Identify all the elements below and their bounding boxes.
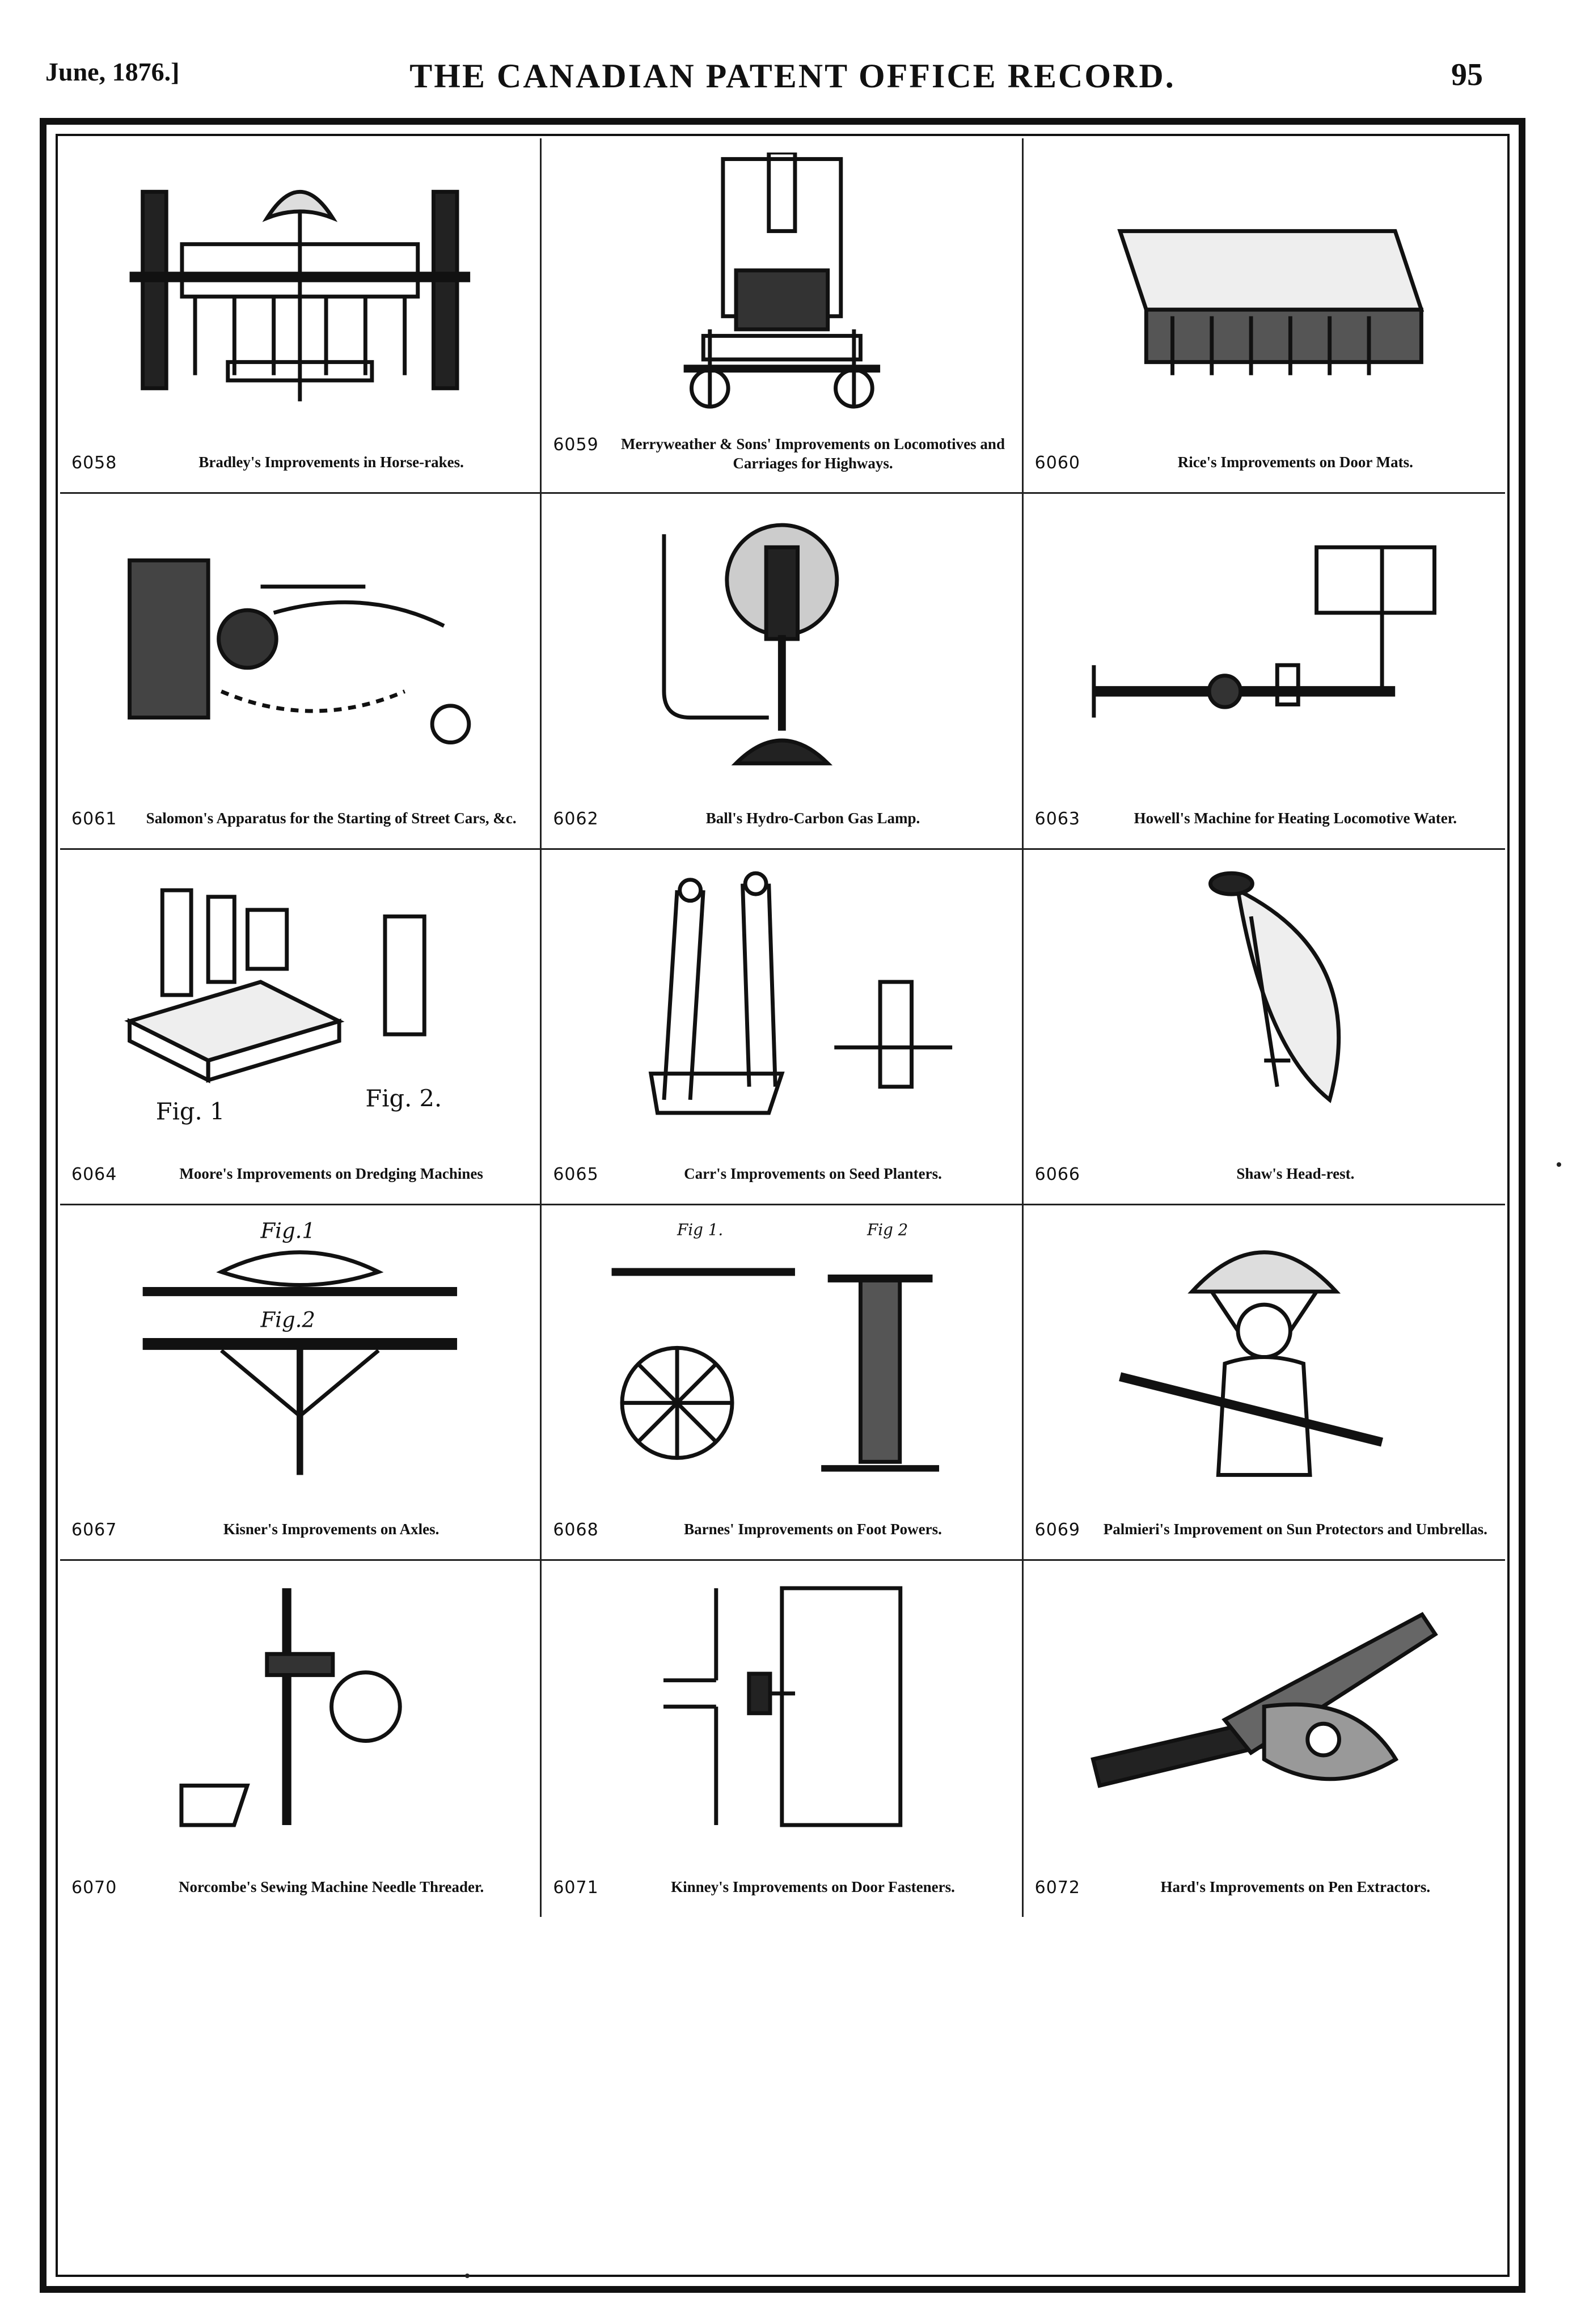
patent-cell: 6062 Ball's Hydro-Carbon Gas Lamp.: [542, 494, 1024, 850]
patent-caption: 6069 Palmieri's Improvement on Sun Prote…: [1035, 1520, 1494, 1540]
gas-lamp-drawing: [566, 508, 998, 770]
patent-caption: 6058 Bradley's Improvements in Horse-rak…: [71, 453, 529, 473]
page-number: 95: [1451, 57, 1483, 92]
patent-cell: 6058 Bradley's Improvements in Horse-rak…: [60, 138, 542, 494]
patent-cell: Fig.1 Fig.2 6067 Kisner's Improvements o…: [60, 1205, 542, 1561]
patent-caption: 6066 Shaw's Head-rest.: [1035, 1165, 1494, 1184]
patent-number: 6061: [71, 808, 117, 829]
patent-number: 6060: [1034, 453, 1081, 473]
pen-extractor-drawing: [1047, 1575, 1481, 1838]
svg-text:Fig 1.: Fig 1.: [677, 1221, 723, 1239]
patent-caption: 6065 Carr's Improvements on Seed Planter…: [553, 1165, 1010, 1184]
sun-protector-drawing: [1047, 1220, 1481, 1481]
patent-number: 6063: [1034, 808, 1081, 829]
patent-caption: 6059 Merryweather & Sons' Improvements o…: [553, 435, 1010, 473]
patent-cell: 6069 Palmieri's Improvement on Sun Prote…: [1023, 1205, 1505, 1561]
ink-speck: [465, 2274, 470, 2278]
patent-number: 6058: [71, 453, 117, 473]
dredging-machine-drawing: Fig. 2. Fig. 1: [84, 864, 516, 1126]
patent-title: Moore's Improvements on Dredging Machine…: [179, 1165, 483, 1182]
patent-number: 6071: [553, 1877, 599, 1898]
patent-cell: 6060 Rice's Improvements on Door Mats.: [1023, 138, 1505, 494]
patent-caption: 6072 Hard's Improvements on Pen Extracto…: [1035, 1878, 1494, 1898]
svg-text:Fig. 1: Fig. 1: [156, 1097, 225, 1125]
water-heater-drawing: [1047, 508, 1481, 770]
patent-number: 6059: [553, 434, 599, 455]
header-date: June, 1876.]: [45, 57, 180, 86]
patent-number: 6065: [553, 1164, 599, 1184]
patent-cell: 6071 Kinney's Improvements on Door Faste…: [542, 1561, 1024, 1917]
patent-number: 6066: [1034, 1164, 1081, 1184]
patent-number: 6069: [1034, 1520, 1081, 1540]
patent-number: 6067: [71, 1520, 117, 1540]
patent-title: Palmieri's Improvement on Sun Protectors…: [1103, 1521, 1487, 1538]
patent-caption: 6060 Rice's Improvements on Door Mats.: [1035, 453, 1494, 473]
patent-title: Rice's Improvements on Door Mats.: [1177, 454, 1413, 471]
axle-drawing: Fig.1 Fig.2: [84, 1220, 516, 1481]
patent-caption: 6064 Moore's Improvements on Dredging Ma…: [71, 1165, 529, 1184]
patent-title: Norcombe's Sewing Machine Needle Threade…: [179, 1878, 484, 1895]
patent-caption: 6068 Barnes' Improvements on Foot Powers…: [553, 1520, 1010, 1540]
patent-caption: 6063 Howell's Machine for Heating Locomo…: [1035, 809, 1494, 829]
patent-caption: 6061 Salomon's Apparatus for the Startin…: [71, 809, 529, 829]
patent-title: Ball's Hydro-Carbon Gas Lamp.: [705, 809, 920, 827]
patent-number: 6072: [1034, 1877, 1081, 1898]
street-car-starter-drawing: [84, 508, 516, 770]
patent-cell: 6063 Howell's Machine for Heating Locomo…: [1023, 494, 1505, 850]
patent-grid: 6058 Bradley's Improvements in Horse-rak…: [60, 138, 1505, 2272]
svg-text:Fig. 2.: Fig. 2.: [366, 1084, 442, 1112]
patent-title: Merryweather & Sons' Improvements on Loc…: [621, 435, 1005, 472]
locomotive-drawing: [566, 152, 998, 414]
foot-power-drawing: Fig 1. Fig 2: [566, 1220, 998, 1481]
patent-number: 6070: [71, 1877, 117, 1898]
needle-threader-drawing: [84, 1575, 516, 1838]
patent-title: Salomon's Apparatus for the Starting of …: [146, 809, 517, 827]
svg-text:Fig.1: Fig.1: [260, 1220, 315, 1243]
patent-number: 6064: [71, 1164, 117, 1184]
patent-number: 6068: [553, 1520, 599, 1540]
patent-title: Shaw's Head-rest.: [1236, 1165, 1355, 1182]
head-rest-drawing: [1047, 864, 1481, 1126]
patent-title: Carr's Improvements on Seed Planters.: [684, 1165, 942, 1182]
door-mat-drawing: [1047, 153, 1481, 414]
inner-frame: 6058 Bradley's Improvements in Horse-rak…: [56, 134, 1510, 2277]
patent-cell: Fig 1. Fig 2 6068 Barnes' Improvements o…: [542, 1205, 1024, 1561]
patent-caption: 6062 Ball's Hydro-Carbon Gas Lamp.: [553, 809, 1010, 829]
horse-rake-drawing: [84, 153, 516, 414]
ink-speck: [1557, 1162, 1561, 1167]
patent-cell: 6059 Merryweather & Sons' Improvements o…: [542, 138, 1024, 494]
svg-text:Fig.2: Fig.2: [260, 1307, 315, 1332]
patent-title: Barnes' Improvements on Foot Powers.: [684, 1521, 942, 1538]
page-frame: 6058 Bradley's Improvements in Horse-rak…: [40, 118, 1525, 2293]
patent-title: Hard's Improvements on Pen Extractors.: [1160, 1878, 1431, 1895]
patent-caption: 6071 Kinney's Improvements on Door Faste…: [553, 1878, 1010, 1898]
patent-cell: 6072 Hard's Improvements on Pen Extracto…: [1024, 1561, 1505, 1916]
patent-title: Bradley's Improvements in Horse-rakes.: [198, 454, 464, 471]
svg-text:Fig 2: Fig 2: [867, 1221, 908, 1239]
patent-caption: 6067 Kisner's Improvements on Axles.: [71, 1520, 529, 1540]
patent-cell: 6065 Carr's Improvements on Seed Planter…: [542, 849, 1024, 1205]
patent-cell: 6070 Norcombe's Sewing Machine Needle Th…: [60, 1561, 542, 1917]
patent-cell: Fig. 2. Fig. 1 6064 Moore's Improvements…: [60, 849, 542, 1205]
seed-planter-drawing: [566, 864, 998, 1126]
patent-title: Kisner's Improvements on Axles.: [223, 1521, 439, 1538]
patent-caption: 6070 Norcombe's Sewing Machine Needle Th…: [71, 1878, 529, 1898]
patent-cell: 6061 Salomon's Apparatus for the Startin…: [60, 494, 542, 850]
door-fastener-drawing: [566, 1575, 998, 1838]
patent-cell: 6066 Shaw's Head-rest.: [1023, 850, 1505, 1205]
patent-title: Howell's Machine for Heating Locomotive …: [1134, 809, 1457, 827]
patent-number: 6062: [553, 808, 599, 829]
page-title: THE CANADIAN PATENT OFFICE RECORD.: [409, 57, 1176, 95]
patent-title: Kinney's Improvements on Door Fasteners.: [671, 1878, 955, 1895]
